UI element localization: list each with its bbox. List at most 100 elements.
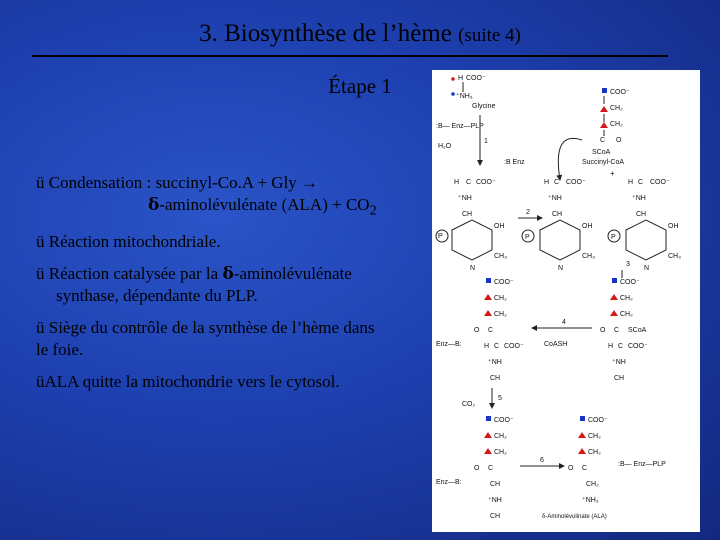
svg-text:OH: OH: [494, 223, 505, 230]
svg-text:COO⁻: COO⁻: [650, 179, 670, 186]
title-main: 3. Biosynthèse de l’hème: [199, 20, 452, 47]
svg-text:CH₂: CH₂: [610, 121, 623, 128]
plp-intermediates: H C COO⁻ ⁺NH CH P OH CH₃ N 2 H C COO⁻ ⁺N…: [435, 179, 681, 272]
bullet-enzyme-line2: synthase, dépendante du PLP.: [56, 286, 258, 306]
delta-symbol: δ: [222, 264, 234, 285]
ala-formation: COO⁻ CH₂ CH₂ O C Enz—B: CH ⁺NH CH COO⁻ C…: [436, 416, 608, 520]
svg-text:H: H: [454, 179, 459, 186]
svg-text:H: H: [484, 343, 489, 350]
svg-text:SCoA: SCoA: [628, 327, 647, 334]
enzyme-base-label: :B Enz: [504, 159, 525, 166]
svg-text:CH₂: CH₂: [494, 449, 507, 456]
succinyl-coa-label: Succinyl-CoA: [582, 159, 624, 166]
svg-text:O: O: [474, 465, 480, 472]
svg-text:H: H: [544, 179, 549, 186]
svg-text:CH₂: CH₂: [586, 481, 599, 488]
svg-text:C: C: [614, 327, 619, 334]
svg-text:COO⁻: COO⁻: [620, 279, 640, 286]
svg-text:N: N: [558, 265, 563, 272]
svg-text:P: P: [525, 234, 530, 241]
svg-text:COO⁻: COO⁻: [494, 279, 514, 286]
svg-text:C: C: [618, 343, 623, 350]
title-suffix: (suite 4): [458, 25, 521, 46]
svg-text:CH₂: CH₂: [620, 311, 633, 318]
glycine-structure: H COO⁻ ⁺NH₃ Glycine: [451, 75, 495, 110]
svg-text:H: H: [608, 343, 613, 350]
bullet-liver-control: ü Siège du contrôle de la synthèse de l’…: [36, 317, 436, 361]
mechanism-diagram: H COO⁻ ⁺NH₃ Glycine :B— Enz—PLP 1 H₂O :B…: [435, 75, 681, 520]
slide-title: 3. Biosynthèse de l’hème (suite 4): [0, 20, 720, 48]
svg-text:Enz—B:: Enz—B:: [436, 341, 462, 348]
svg-text:O: O: [568, 465, 574, 472]
delta-symbol: δ: [148, 195, 160, 215]
svg-text:⁺NH₃: ⁺NH₃: [582, 496, 599, 504]
svg-text:CH₂: CH₂: [588, 433, 601, 440]
bullet-list: ü Condensation : succinyl-Co.A + Gly → δ…: [36, 172, 436, 403]
step-heading: Étape 1: [328, 74, 392, 98]
svg-text:N: N: [644, 265, 649, 272]
svg-text:CH₂: CH₂: [494, 311, 507, 318]
svg-text:P: P: [438, 233, 443, 240]
bullet-mitochondrial: ü Réaction mitochondriale.: [36, 232, 221, 252]
svg-text:CH₂: CH₂: [588, 449, 601, 456]
svg-text:+: +: [610, 169, 615, 178]
coash-label: CoASH: [544, 341, 567, 348]
succinyl-coa-structure: COO⁻ CH₂ CH₂ C O SCoA Succinyl-CoA +: [582, 88, 630, 178]
svg-text:COO⁻: COO⁻: [504, 343, 524, 350]
step-number-4: 4: [562, 319, 566, 326]
step-number-5: 5: [498, 395, 502, 402]
svg-text:N: N: [470, 265, 475, 272]
svg-text:CH₂: CH₂: [610, 105, 623, 112]
svg-text:CH₃: CH₃: [668, 253, 681, 260]
enzyme-plp-release: :B— Enz—PLP: [618, 461, 666, 468]
bullet-condensation: ü Condensation : succinyl-Co.A + Gly → δ…: [36, 172, 436, 221]
co2-subscript: 2: [369, 202, 377, 219]
svg-text:COO⁻: COO⁻: [476, 179, 496, 186]
svg-text:⁺NH: ⁺NH: [488, 496, 502, 504]
svg-text:COO⁻: COO⁻: [466, 75, 486, 82]
svg-text:C: C: [638, 179, 643, 186]
ketone-intermediates: COO⁻ CH₂ CH₂ O C Enz—B: H C COO⁻ ⁺NH CH …: [436, 278, 648, 382]
svg-text:CH: CH: [614, 375, 624, 382]
water-label: H₂O: [438, 143, 452, 150]
svg-text:CH₂: CH₂: [494, 433, 507, 440]
bullet-condensation-products: -aminolévulénate (ALA) + CO: [159, 195, 370, 214]
bullet-condensation-line2: δ-aminolévulénate (ALA) + CO2: [36, 194, 436, 221]
bullet-liver-line1: ü Siège du contrôle de la synthèse de l’…: [36, 318, 375, 338]
svg-text:CH₂: CH₂: [494, 295, 507, 302]
svg-text:CH: CH: [636, 211, 646, 218]
svg-text:COO⁻: COO⁻: [566, 179, 586, 186]
svg-text:COO⁻: COO⁻: [628, 343, 648, 350]
svg-text:Enz—B:: Enz—B:: [436, 479, 462, 486]
svg-text:CH: CH: [552, 211, 562, 218]
svg-text:COO⁻: COO⁻: [494, 417, 514, 424]
svg-text:CH: CH: [462, 211, 472, 218]
svg-text:COO⁻: COO⁻: [610, 89, 630, 96]
bullet-cytosol: üALA quitte la mitochondrie vers le cyto…: [36, 372, 340, 392]
svg-text:⁺NH: ⁺NH: [458, 194, 472, 202]
bullet-enzyme: ü Réaction catalysée par la δ-aminolévul…: [36, 263, 436, 307]
svg-text:P: P: [611, 234, 616, 241]
step-number-6: 6: [540, 457, 544, 464]
svg-text:C: C: [494, 343, 499, 350]
svg-text:H: H: [628, 179, 633, 186]
svg-text:C: C: [488, 465, 493, 472]
mechanism-figure: H COO⁻ ⁺NH₃ Glycine :B— Enz—PLP 1 H₂O :B…: [432, 70, 700, 532]
svg-text:CH: CH: [490, 481, 500, 488]
svg-text:OH: OH: [668, 223, 679, 230]
svg-text:CH: CH: [490, 375, 500, 382]
title-underline: [32, 55, 668, 57]
svg-text:H: H: [458, 75, 463, 82]
step-number-3: 3: [626, 261, 630, 268]
svg-text:⁺NH: ⁺NH: [488, 358, 502, 366]
svg-text:SCoA: SCoA: [592, 149, 611, 156]
svg-text:COO⁻: COO⁻: [588, 417, 608, 424]
svg-text:CH₂: CH₂: [620, 295, 633, 302]
glycine-label: Glycine: [472, 103, 495, 110]
svg-text:C: C: [600, 137, 605, 144]
svg-text:⁺NH₃: ⁺NH₃: [456, 92, 473, 100]
svg-text:⁺NH: ⁺NH: [612, 358, 626, 366]
bullet-enzyme-pre: ü Réaction catalysée par la: [36, 264, 223, 284]
co2-label: CO₂: [462, 401, 476, 408]
step-number-2: 2: [526, 209, 530, 216]
